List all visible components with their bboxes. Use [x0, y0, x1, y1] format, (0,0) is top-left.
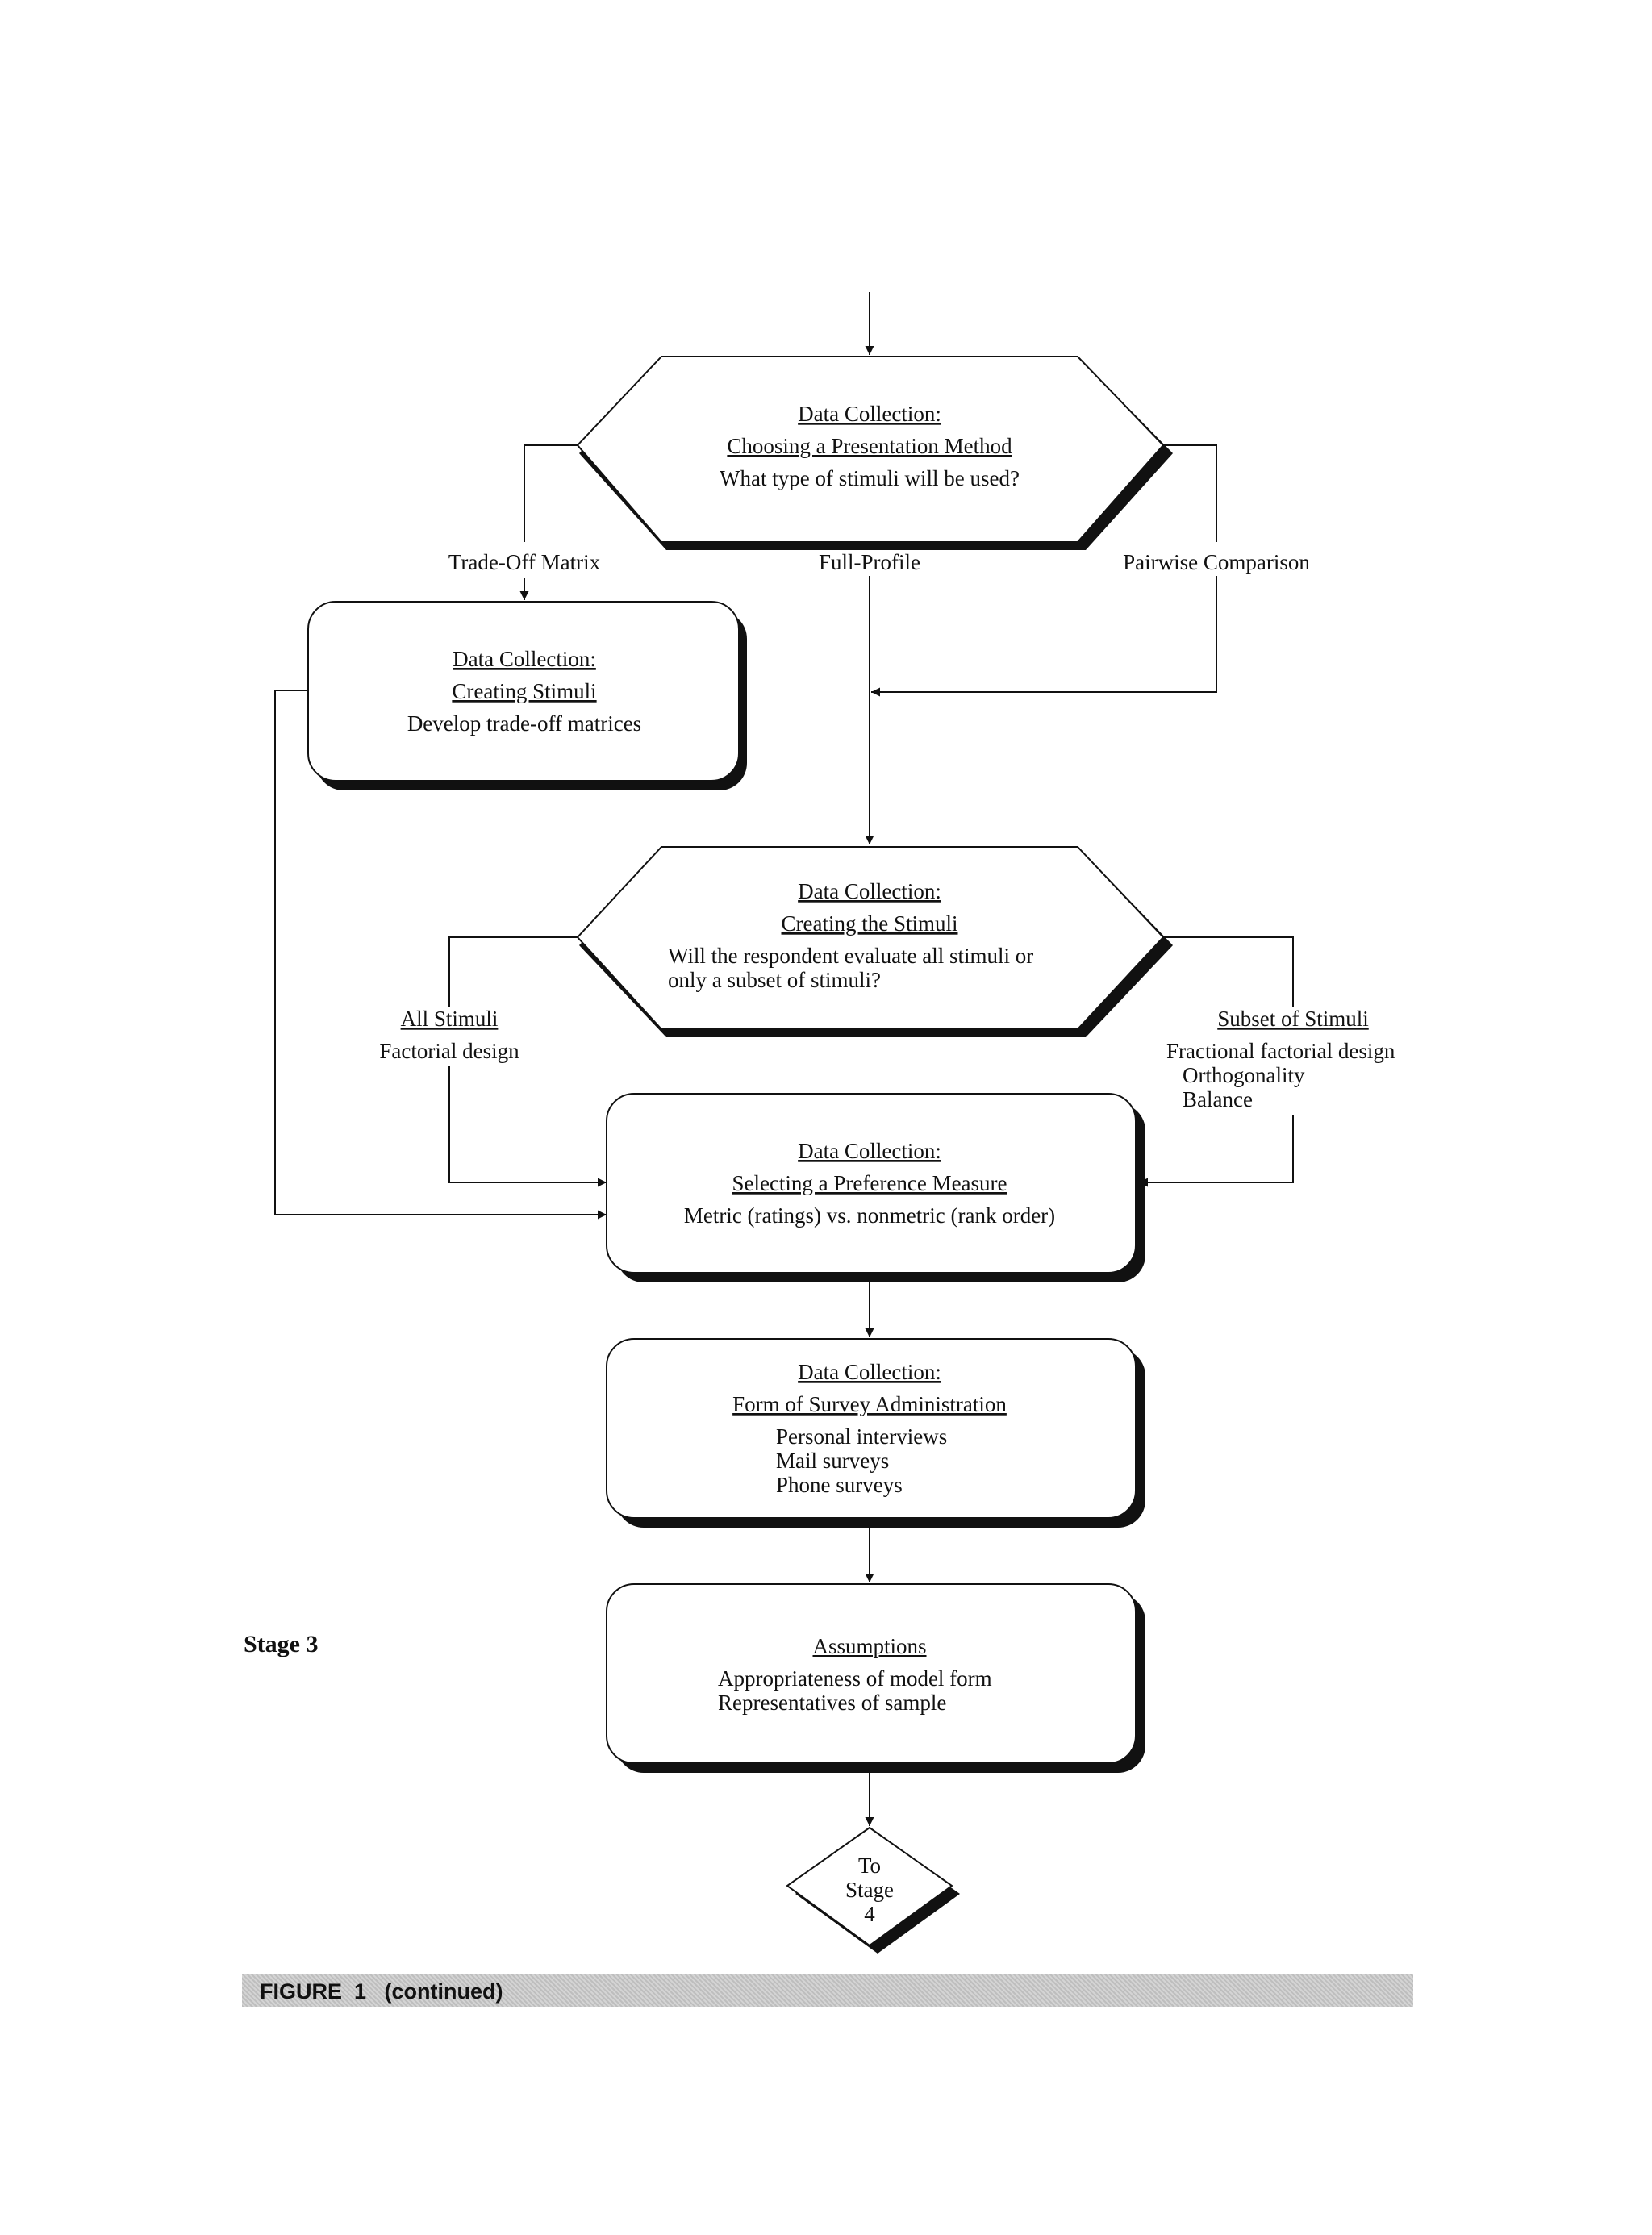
all-stimuli-arrow [448, 1066, 607, 1187]
box-shape [606, 1583, 1137, 1764]
next-stage-text: Stage [845, 1878, 894, 1902]
figure-caption: FIGURE 1 (continued) [260, 1979, 503, 2004]
branch-label-factorial-design: Factorial design [379, 1039, 519, 1063]
hexagon-shape [576, 846, 1165, 1030]
subset-line [1163, 936, 1294, 1007]
assumption-item: Appropriateness of model form [718, 1666, 992, 1691]
next-stage-connector: To Stage 4 [786, 1826, 960, 1954]
branch-label-orthogonality: Orthogonality [1183, 1063, 1305, 1087]
assumptions-box: Assumptions Appropriateness of model for… [606, 1583, 1145, 1773]
pairwise-line [1163, 444, 1217, 542]
decision-question-line1: Will the respondent evaluate all stimuli… [668, 944, 1033, 968]
box-title: Assumptions [812, 1634, 926, 1658]
decision-title: Data Collection: [798, 879, 941, 903]
box-subtitle: Selecting a Preference Measure [732, 1171, 1007, 1195]
box-title: Data Collection: [453, 647, 596, 671]
branch-label-all-stimuli: All Stimuli [401, 1007, 499, 1031]
decision-title: Data Collection: [798, 402, 941, 426]
box-title: Data Collection: [798, 1139, 941, 1163]
tradeoff-branch-line [524, 444, 578, 542]
decision-question-line2: only a subset of stimuli? [668, 968, 881, 992]
next-stage-text: To [858, 1853, 881, 1878]
branch-label-pairwise-comparison: Pairwise Comparison [1123, 550, 1310, 574]
branch-label-subset-of-stimuli: Subset of Stimuli [1217, 1007, 1369, 1031]
branch-label-tradeoff-matrix: Trade-Off Matrix [448, 550, 601, 574]
figure-caption-bar [242, 1974, 1413, 2007]
box-subtitle: Creating Stimuli [452, 679, 596, 703]
decision-subtitle: Creating the Stimuli [782, 911, 958, 936]
creating-the-stimuli-decision: Data Collection: Creating the Stimuli Wi… [576, 846, 1173, 1037]
connectors [274, 292, 1294, 1826]
box-text: Metric (ratings) vs. nonmetric (rank ord… [684, 1203, 1055, 1228]
pairwise-arrow [871, 576, 1217, 697]
box-shape [307, 601, 740, 782]
stage-label: Stage 3 [244, 1631, 319, 1657]
decision-subtitle: Choosing a Presentation Method [727, 434, 1012, 458]
box-subtitle: Form of Survey Administration [732, 1392, 1007, 1416]
box-shape [606, 1093, 1137, 1274]
box-text: Develop trade-off matrices [407, 711, 641, 736]
survey-administration-box: Data Collection: Form of Survey Administ… [606, 1338, 1145, 1528]
branch-label-full-profile: Full-Profile [819, 550, 920, 574]
survey-item: Phone surveys [776, 1473, 903, 1497]
next-stage-text: 4 [864, 1902, 875, 1926]
presentation-method-decision: Data Collection: Choosing a Presentation… [576, 356, 1173, 550]
survey-item: Mail surveys [776, 1449, 889, 1473]
branch-label-fractional-factorial: Fractional factorial design [1166, 1039, 1395, 1063]
box-shape [606, 1338, 1137, 1519]
box-title: Data Collection: [798, 1360, 941, 1384]
all-stimuli-line [448, 936, 578, 1007]
branch-label-balance: Balance [1183, 1087, 1253, 1111]
survey-item: Personal interviews [776, 1424, 947, 1449]
subset-arrow [1139, 1115, 1294, 1187]
hexagon-shape [576, 356, 1165, 543]
creating-stimuli-box: Data Collection: Creating Stimuli Develo… [307, 601, 747, 790]
diamond-shape [786, 1826, 953, 1947]
tradeoff-to-preference-arrow [274, 690, 607, 1220]
assumption-item: Representatives of sample [718, 1691, 946, 1715]
decision-question: What type of stimuli will be used? [720, 466, 1020, 490]
preference-measure-box: Data Collection: Selecting a Preference … [606, 1093, 1145, 1282]
